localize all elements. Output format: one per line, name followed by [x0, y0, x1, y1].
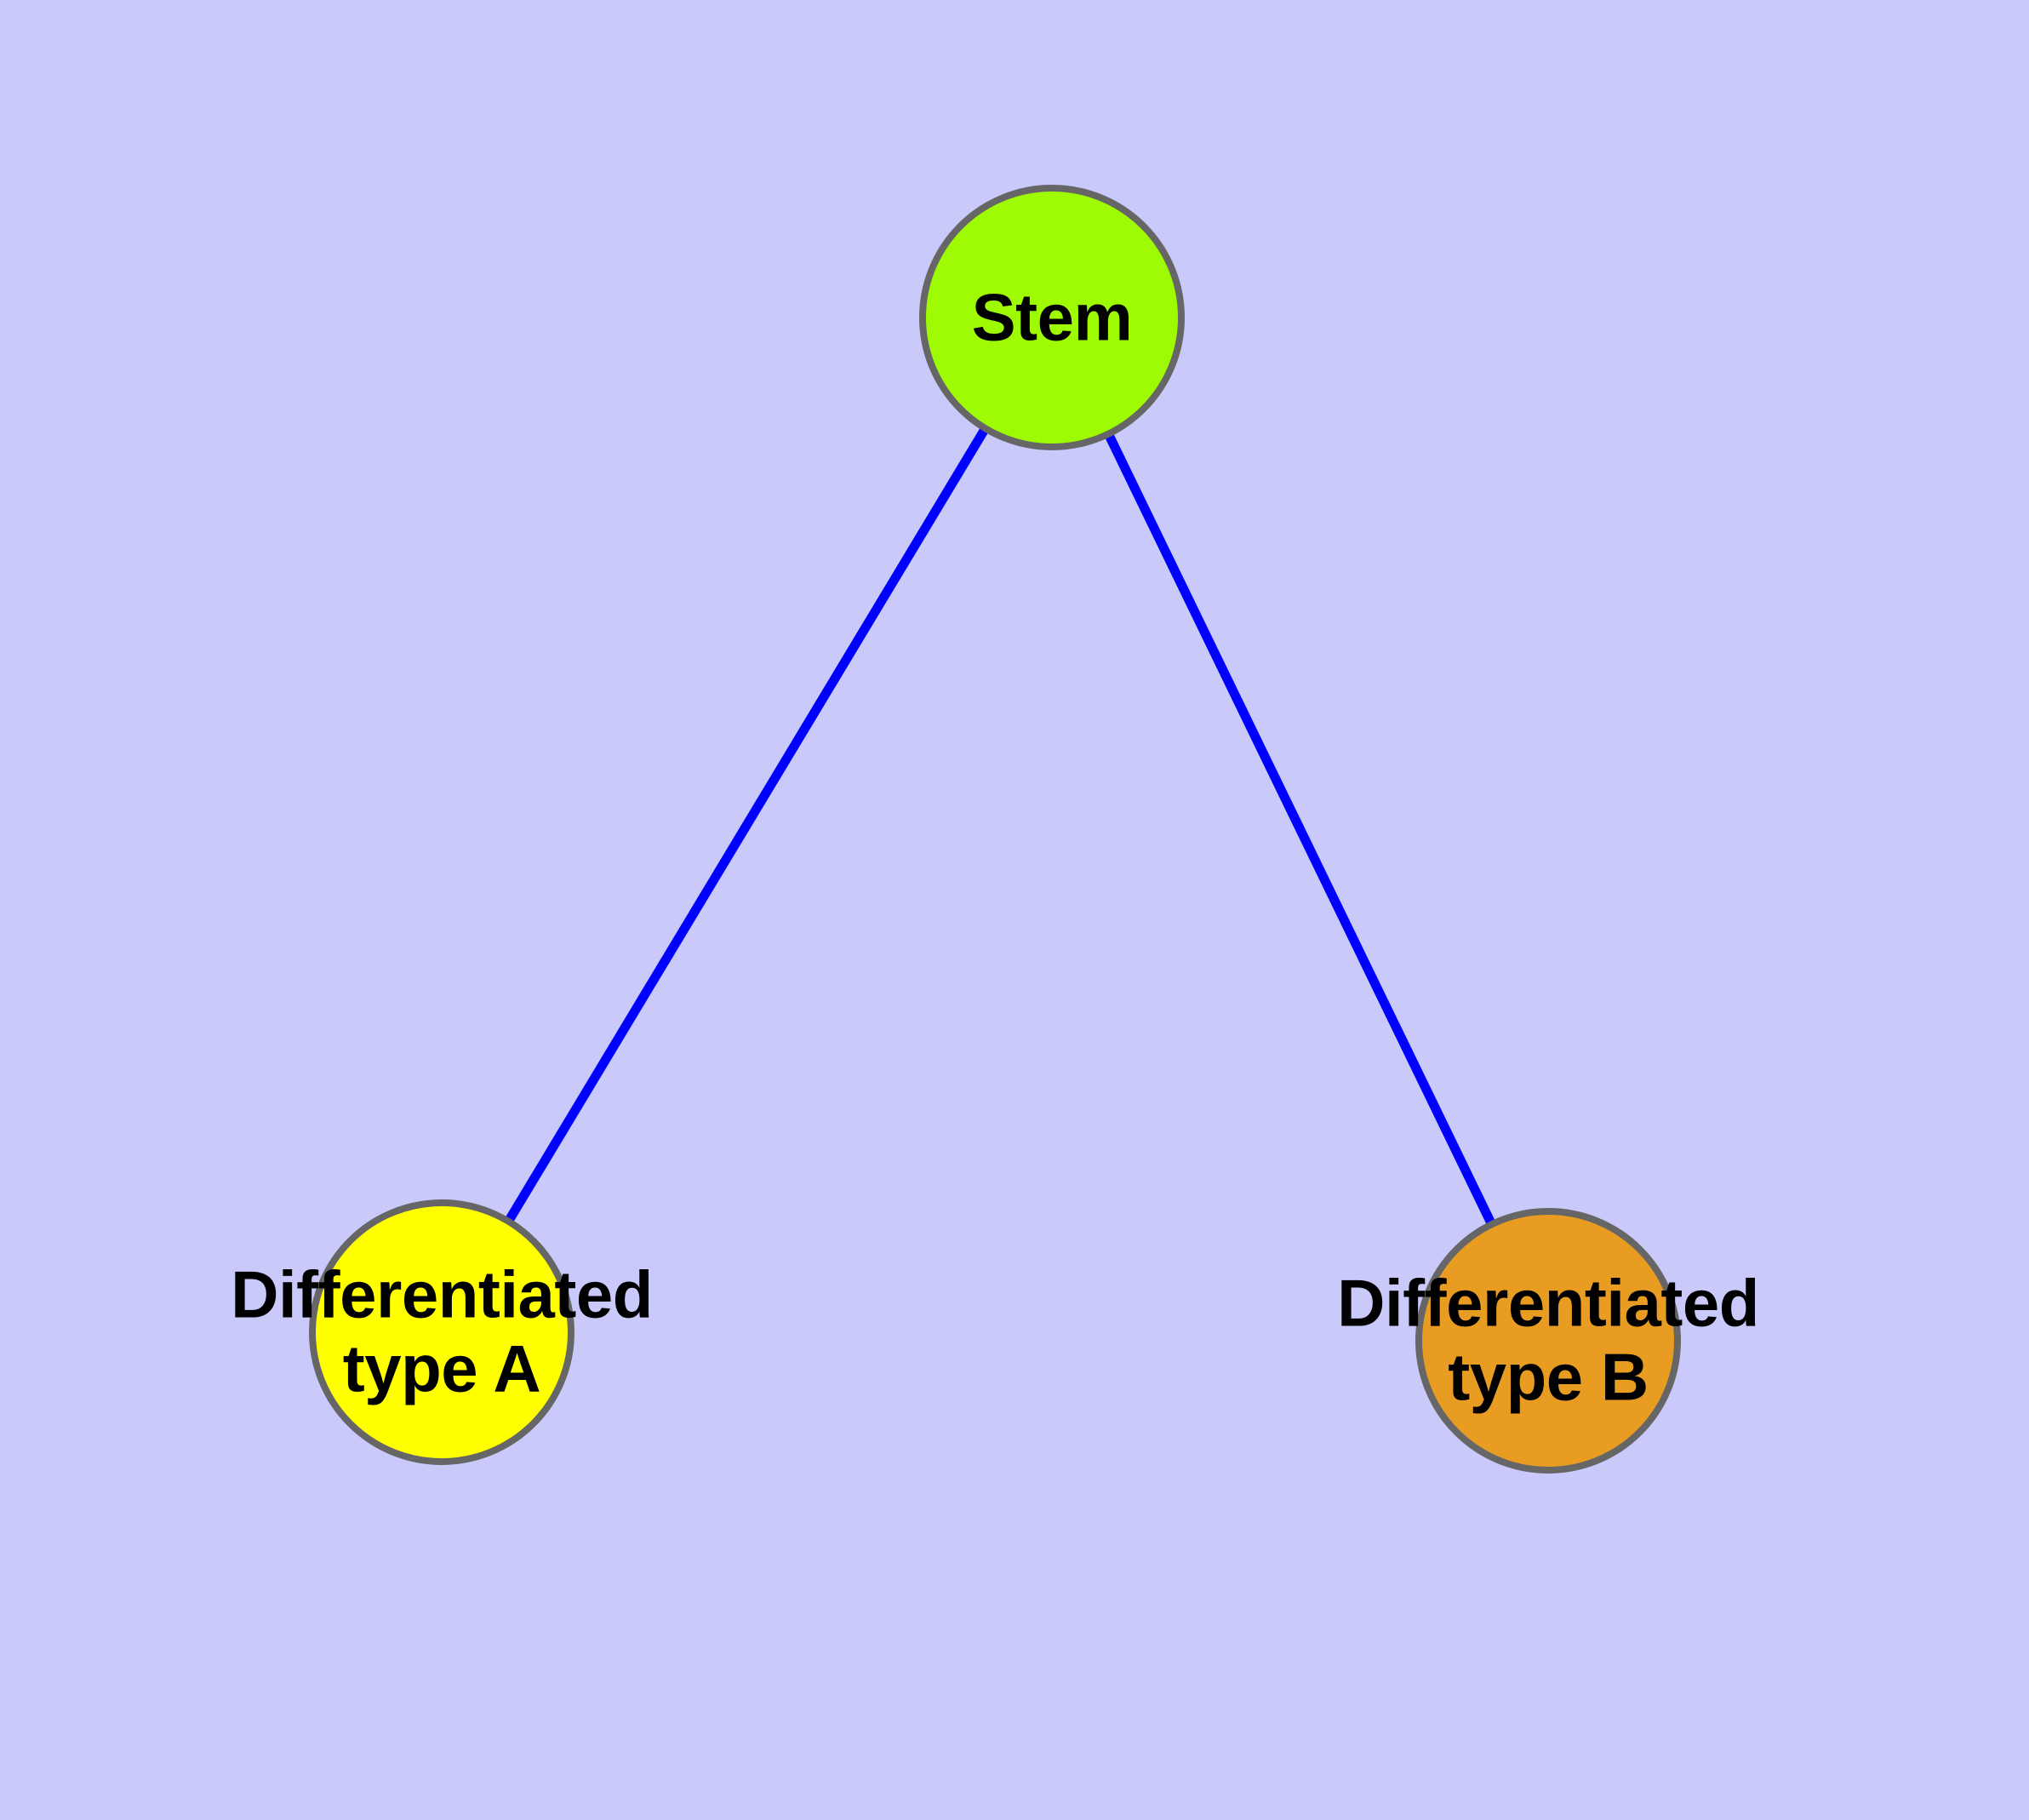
edge-layer: [437, 315, 1552, 1343]
graph-node-stem[interactable]: [919, 185, 1185, 450]
graph-node-diff_b[interactable]: [1415, 1208, 1681, 1474]
graph-edge-stem-to-diff-b: [1048, 315, 1552, 1343]
graph-edge-stem-to-diff-a: [437, 315, 1056, 1335]
node-layer: [309, 185, 1681, 1474]
graph-node-diff_a[interactable]: [309, 1199, 574, 1465]
